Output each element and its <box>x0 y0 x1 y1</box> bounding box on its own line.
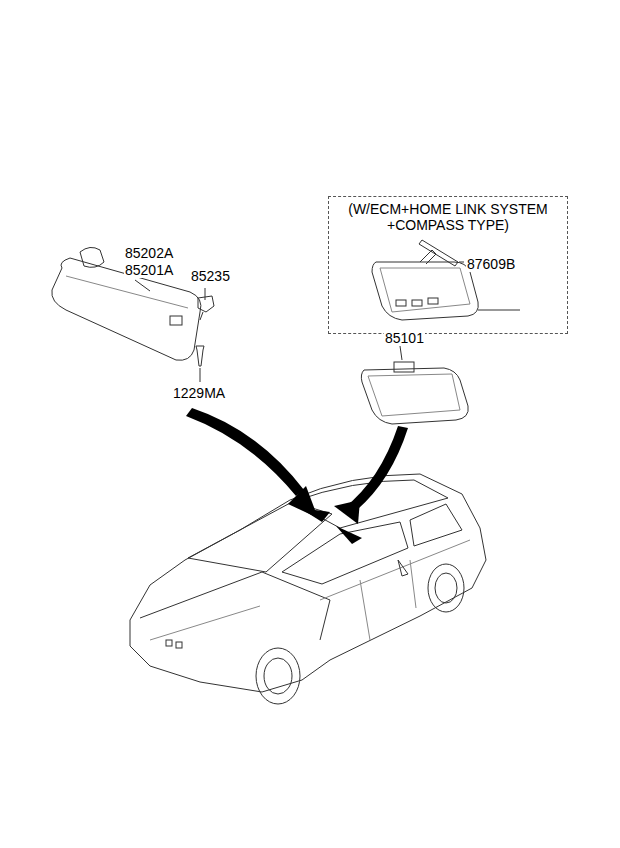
part-number: 85101 <box>384 330 425 346</box>
mirror-mount <box>394 362 414 372</box>
mirror-button <box>396 300 406 306</box>
visor-seam <box>66 276 188 308</box>
visor-clip-slot <box>170 316 182 325</box>
rear-wheel <box>256 648 300 704</box>
rear-view-mirror <box>361 368 468 424</box>
front-wheel <box>428 564 464 612</box>
mirror-button <box>412 300 422 306</box>
rear-window <box>188 502 332 572</box>
mount-mark <box>336 526 362 544</box>
wheel-rim <box>435 573 457 603</box>
visor-holder <box>198 296 214 312</box>
location-arrow <box>344 426 408 514</box>
side-window <box>410 504 462 546</box>
mirror-stem <box>420 250 436 264</box>
screw <box>196 346 204 366</box>
variant-box: (W/ECM+HOME LINK SYSTEM +COMPASS TYPE) <box>328 196 568 334</box>
door-line <box>360 580 370 640</box>
part-number: 85201A <box>124 262 174 278</box>
door-line <box>410 560 416 608</box>
mount-mark <box>300 508 330 522</box>
variant-note: (W/ECM+HOME LINK SYSTEM +COMPASS TYPE) <box>334 201 562 233</box>
side-window <box>282 522 408 584</box>
part-number: 87609B <box>466 256 516 272</box>
leader-line <box>205 288 206 300</box>
tail-light <box>176 642 182 648</box>
door-line <box>320 540 470 600</box>
part-number: 85235 <box>190 268 231 284</box>
mirror-glass <box>380 268 470 312</box>
mirror-cover <box>419 240 458 266</box>
leader-line <box>478 310 520 311</box>
tail-light <box>166 640 172 646</box>
mirror-button <box>428 298 438 304</box>
visor-hinge <box>80 247 104 267</box>
bumper-line <box>150 606 260 640</box>
location-arrow <box>186 408 304 496</box>
leader-line <box>200 368 201 382</box>
leader-line <box>459 262 464 263</box>
side-mirror <box>398 560 408 576</box>
leader-line <box>200 312 203 320</box>
arrowhead <box>334 500 360 524</box>
mirror-glass <box>368 374 460 416</box>
leader-line <box>400 346 402 360</box>
trunk-line <box>140 572 330 640</box>
leader-line <box>135 280 150 291</box>
sun-visor <box>52 258 201 360</box>
part-number: 1229MA <box>172 385 226 401</box>
wheel-rim <box>264 658 292 694</box>
car-body <box>130 474 486 692</box>
part-number: 85202A <box>124 245 174 261</box>
ecm-mirror <box>372 262 478 320</box>
